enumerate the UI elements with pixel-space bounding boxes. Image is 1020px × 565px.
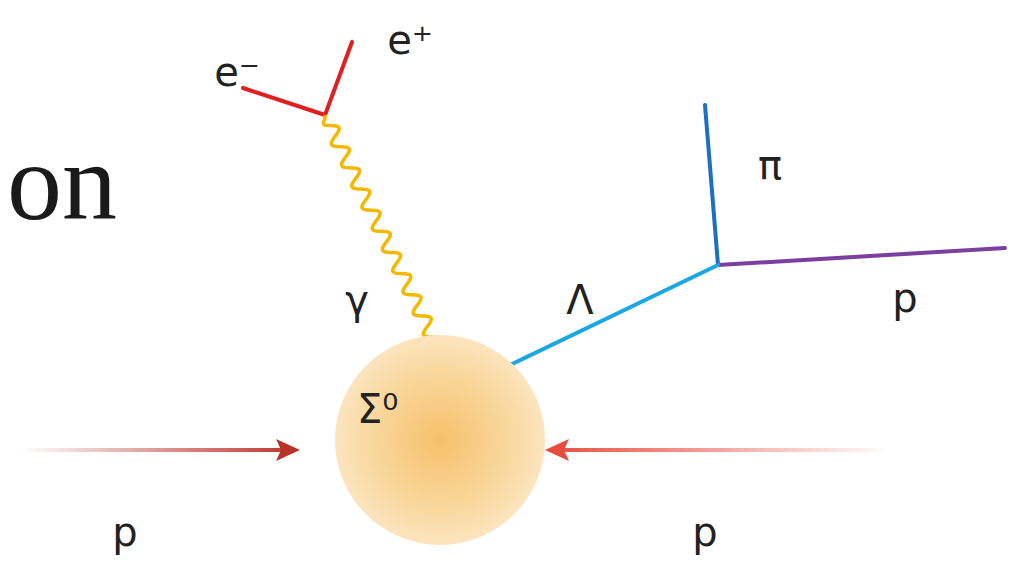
proton-track — [718, 248, 1005, 265]
label-slot: p — [112, 510, 137, 554]
positron-track — [325, 42, 352, 115]
title-fragment: on — [7, 122, 117, 243]
pion-track — [705, 105, 718, 265]
particle-label: γ — [345, 278, 369, 322]
label-slot: e⁻ — [214, 50, 260, 94]
label-slot: p — [692, 510, 717, 554]
beam-label: p — [112, 510, 137, 554]
label-slot: Λ — [566, 278, 593, 322]
beam-label: p — [692, 510, 717, 554]
beam-line — [560, 448, 890, 452]
beam-line — [20, 448, 285, 452]
particle-label: Λ — [566, 278, 593, 322]
label-slot: e⁺ — [387, 18, 433, 62]
label-slot: π — [758, 143, 782, 187]
particle-label: p — [892, 276, 917, 320]
particle-label: e⁻ — [214, 50, 260, 94]
label-slot: γ — [345, 278, 369, 322]
particle-label: e⁺ — [387, 18, 433, 62]
label-slot: on — [7, 122, 117, 243]
particle-name: Σ⁰ — [357, 387, 398, 431]
particle-label: π — [758, 143, 782, 187]
beam-arrowhead — [545, 439, 569, 461]
beam-arrowhead — [276, 439, 300, 461]
label-slot: p — [892, 276, 917, 320]
particle-blob: Σ⁰ — [335, 335, 545, 545]
